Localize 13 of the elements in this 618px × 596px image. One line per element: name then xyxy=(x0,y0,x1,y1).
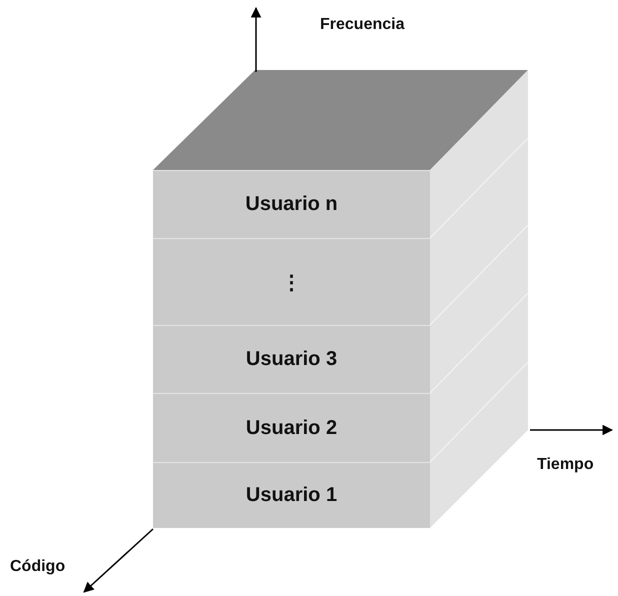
axis-label: Tiempo xyxy=(537,456,594,474)
layer-label: Usuario 1 xyxy=(246,484,338,507)
axis-label: Frecuencia xyxy=(320,16,404,34)
layer-band xyxy=(153,325,430,393)
layer-band xyxy=(153,170,430,238)
layer-band xyxy=(153,393,430,462)
layer-label: Usuario 2 xyxy=(246,416,338,440)
layer-band xyxy=(153,462,430,528)
axis-label: Código xyxy=(10,558,66,576)
layer-band xyxy=(153,238,430,325)
layer-label: ⋮ xyxy=(282,270,302,294)
layer-label: Usuario 3 xyxy=(246,348,338,371)
layer-label: Usuario n xyxy=(245,193,338,216)
